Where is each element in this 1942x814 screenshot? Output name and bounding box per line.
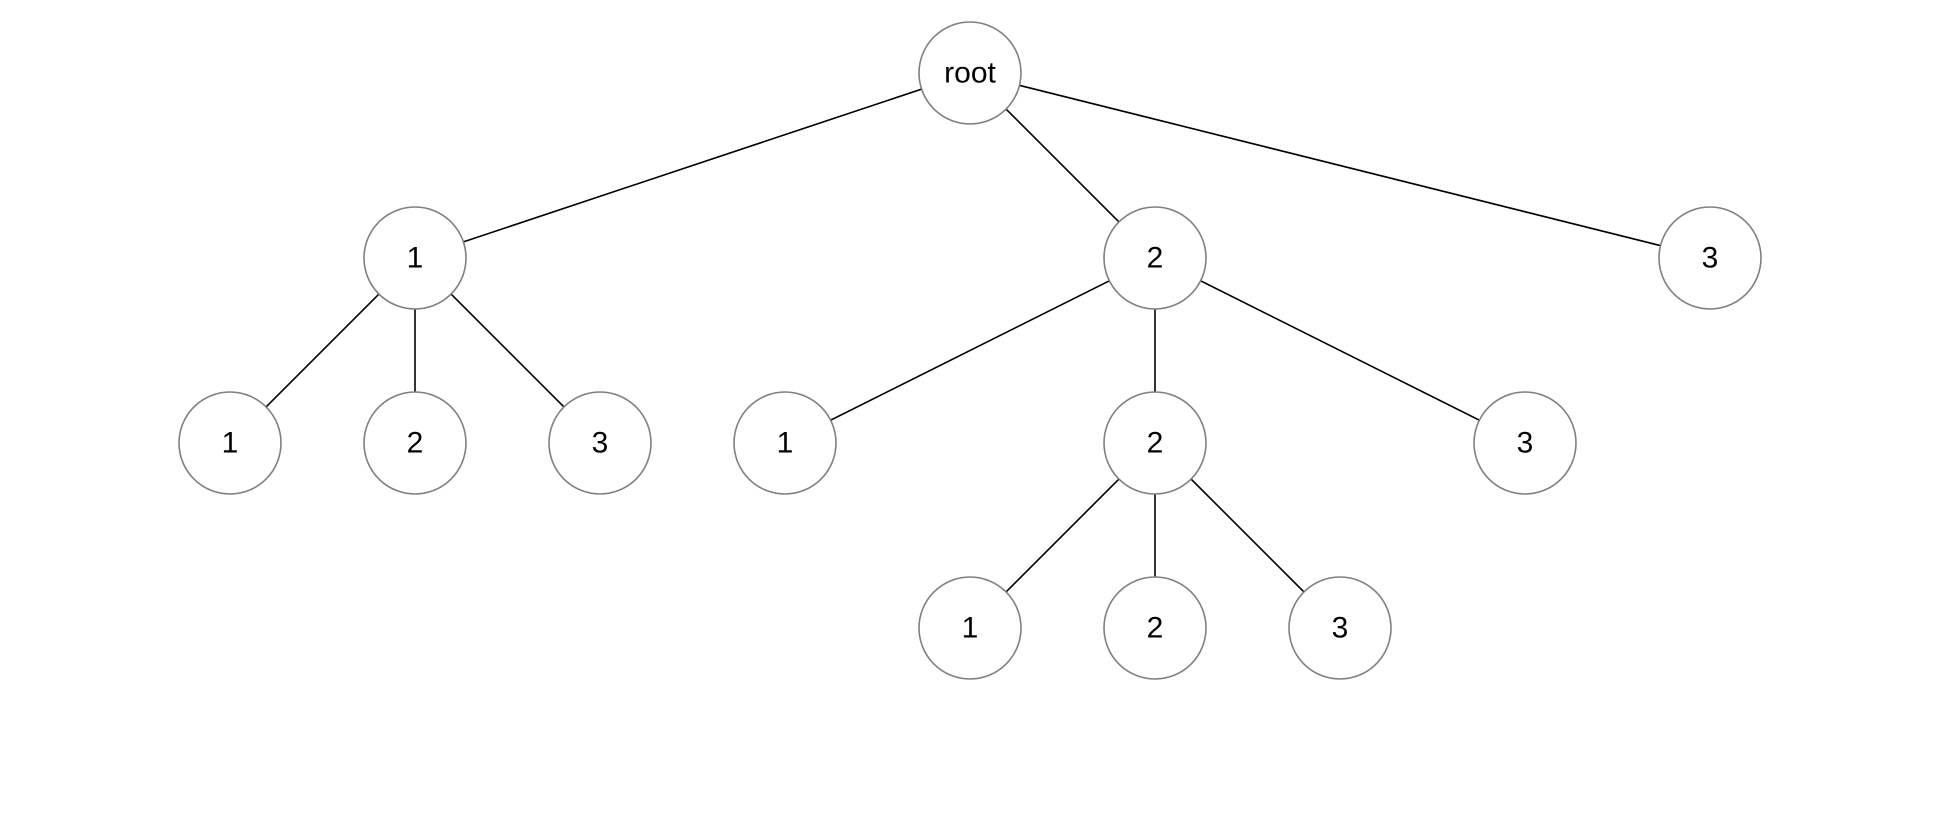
node-label: 3: [592, 427, 609, 460]
node-label: root: [944, 57, 996, 90]
tree-node-1: 1: [363, 206, 467, 310]
tree-node-1-1: 1: [178, 391, 282, 495]
node-label: 1: [777, 427, 794, 460]
tree-node-2-2-3: 3: [1288, 576, 1392, 680]
node-label: 3: [1332, 612, 1349, 645]
tree-node-2-1: 1: [733, 391, 837, 495]
node-label: 1: [222, 427, 239, 460]
tree-node-2-2: 2: [1103, 391, 1207, 495]
tree-node-1-2: 2: [363, 391, 467, 495]
node-label: 2: [1147, 612, 1164, 645]
node-label: 2: [1147, 242, 1164, 275]
node-label: 3: [1702, 242, 1719, 275]
tree-node-root: root: [918, 21, 1022, 125]
tree-node-3: 3: [1658, 206, 1762, 310]
node-label: 1: [407, 242, 424, 275]
edge-node-2-to-1: [784, 257, 1156, 444]
tree-node-2-3: 3: [1473, 391, 1577, 495]
tree-node-2: 2: [1103, 206, 1207, 310]
edges: [229, 72, 1711, 629]
node-label: 2: [407, 427, 424, 460]
edge-root-to-node-1: [414, 72, 971, 259]
tree-node-1-3: 3: [548, 391, 652, 495]
node-label: 1: [962, 612, 979, 645]
edge-node-2-to-3: [1154, 257, 1526, 444]
node-label: 3: [1517, 427, 1534, 460]
node-label: 2: [1147, 427, 1164, 460]
tree-node-2-2-1: 1: [918, 576, 1022, 680]
edge-root-to-node-3: [969, 72, 1711, 259]
tree-node-2-2-2: 2: [1103, 576, 1207, 680]
